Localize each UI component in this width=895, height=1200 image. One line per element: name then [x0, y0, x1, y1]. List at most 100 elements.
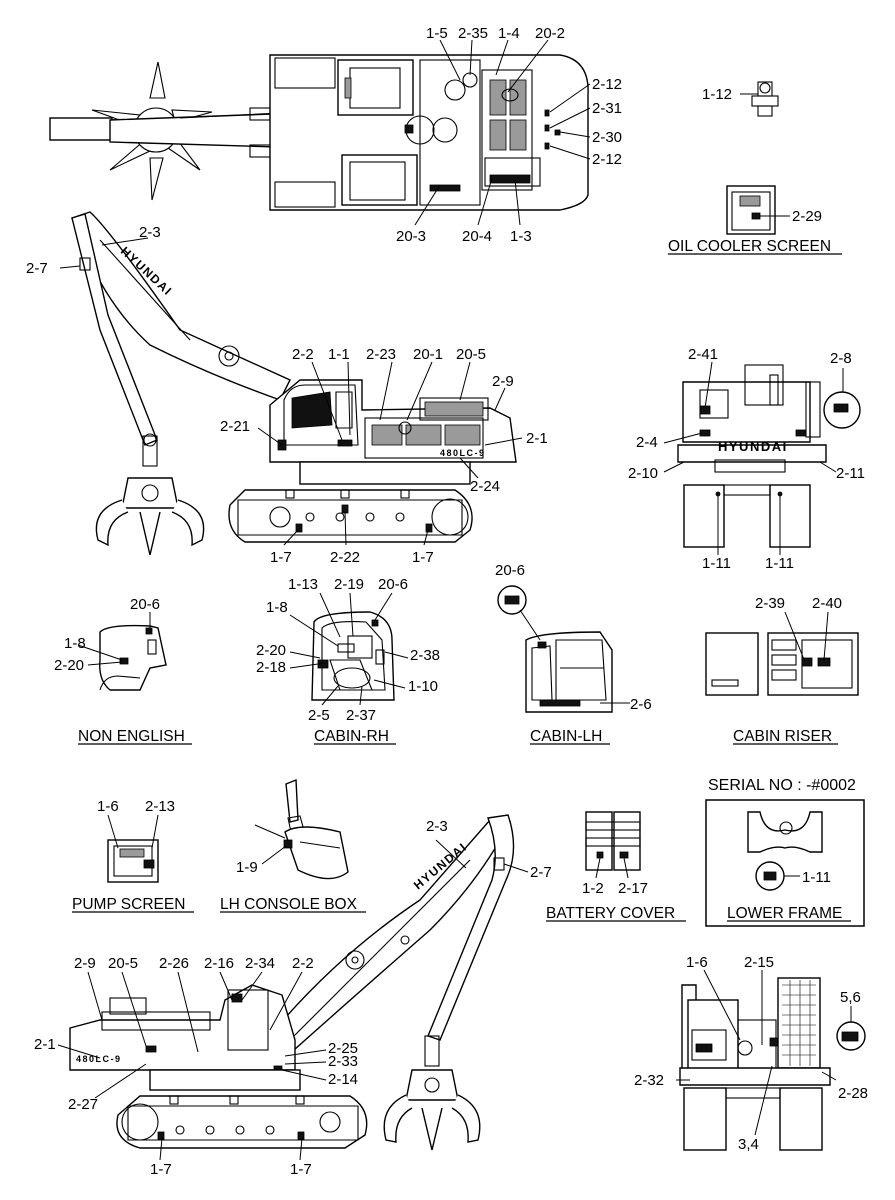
title-pump-screen: PUMP SCREEN	[72, 896, 185, 913]
callout-2-19: 2-19	[334, 576, 364, 593]
title-cabin-lh: CABIN-LH	[530, 728, 602, 745]
callout-2-14: 2-14	[328, 1071, 358, 1088]
cabin-riser-drawing	[705, 632, 859, 696]
callout-1-3: 1-3	[510, 228, 532, 245]
rear-view-machine	[677, 364, 861, 548]
section-titles: OIL COOLER SCREEN NON ENGLISH CABIN-RH C…	[72, 238, 856, 922]
callout-2-11: 2-11	[836, 465, 865, 482]
callout-1-10: 1-10	[408, 678, 438, 695]
callout-1-5: 1-5	[426, 25, 448, 42]
callout-2-21: 2-21	[220, 418, 250, 435]
callout-2-38: 2-38	[410, 647, 440, 664]
callout-2-9-a: 2-9	[492, 373, 514, 390]
counterweight-model-text: 480LC-9	[440, 448, 486, 458]
callout-2-3-b: 2-3	[426, 818, 448, 835]
cabin-rh-drawing	[311, 611, 395, 701]
callout-2-17: 2-17	[618, 880, 648, 897]
cabin-lh-drawing	[497, 585, 613, 713]
top-view-machine	[49, 54, 589, 211]
callout-2-32: 2-32	[634, 1072, 664, 1089]
callout-20-2: 20-2	[535, 25, 565, 42]
callout-2-12-b: 2-12	[592, 151, 622, 168]
callout-2-6: 2-6	[630, 696, 652, 713]
side-view-rh-machine	[71, 211, 517, 556]
pump-screen-drawing	[107, 839, 159, 883]
title-cabin-riser: CABIN RISER	[733, 728, 832, 745]
callout-5-6: 5,6	[840, 989, 861, 1006]
callout-2-13: 2-13	[145, 798, 175, 815]
callout-2-34: 2-34	[245, 955, 275, 972]
callout-1-6-b: 1-6	[686, 954, 708, 971]
lh-console-box-drawing	[254, 778, 349, 880]
callout-2-22: 2-22	[330, 549, 360, 566]
callout-1-13: 1-13	[288, 576, 318, 593]
callout-2-2-a: 2-2	[292, 346, 314, 363]
rear-brand-text: HYUNDAI	[718, 439, 788, 454]
callout-2-27: 2-27	[68, 1096, 98, 1113]
callout-20-6-b: 20-6	[378, 576, 408, 593]
callout-1-7-a: 1-7	[270, 549, 292, 566]
bolt-decal-1-12	[740, 81, 779, 117]
callout-2-16: 2-16	[204, 955, 234, 972]
callout-20-3: 20-3	[396, 228, 426, 245]
title-non-english: NON ENGLISH	[78, 728, 185, 745]
title-lower-frame: LOWER FRAME	[727, 905, 842, 922]
callout-2-1-b: 2-1	[34, 1036, 56, 1053]
rear-quarter-leaders	[676, 969, 852, 1136]
callout-20-1: 20-1	[413, 346, 443, 363]
side-view-lh-machine	[69, 814, 515, 1151]
callout-2-23: 2-23	[366, 346, 396, 363]
callout-2-4: 2-4	[636, 434, 658, 451]
callout-20-6-c: 20-6	[495, 562, 525, 579]
callout-20-4: 20-4	[462, 228, 492, 245]
callout-2-40: 2-40	[812, 595, 842, 612]
rear-quarter-view-machine	[679, 977, 866, 1151]
callout-2-24: 2-24	[470, 478, 500, 495]
callout-2-39: 2-39	[755, 595, 785, 612]
top-view-leaders	[414, 39, 591, 226]
title-serial-no: SERIAL NO : -#0002	[708, 777, 856, 794]
callout-2-1-a: 2-1	[526, 430, 548, 447]
callout-1-11-b: 1-11	[765, 555, 794, 572]
callout-2-3-a: 2-3	[139, 224, 161, 241]
callout-2-20-a: 2-20	[54, 657, 84, 674]
callout-2-30: 2-30	[592, 129, 622, 146]
callout-2-12-a: 2-12	[592, 76, 622, 93]
callout-2-7-b: 2-7	[530, 864, 552, 881]
callout-labels: 1-5 2-35 1-4 20-2 2-12 2-31 2-30 2-12 20…	[26, 25, 868, 1178]
callout-2-28: 2-28	[838, 1085, 868, 1102]
callout-1-8-a: 1-8	[64, 635, 86, 652]
callout-1-11-a: 1-11	[702, 555, 731, 572]
lower-frame-box	[705, 799, 865, 927]
side-view-lh-leaders	[57, 839, 529, 1161]
callout-2-15: 2-15	[744, 954, 774, 971]
callout-3-4: 3,4	[738, 1136, 759, 1153]
callout-2-18: 2-18	[256, 659, 286, 676]
callout-2-26: 2-26	[159, 955, 189, 972]
callout-20-6-a: 20-6	[130, 596, 160, 613]
title-battery-cover: BATTERY COVER	[546, 905, 675, 922]
counterweight-model-text-lh: 480LC-9	[76, 1054, 122, 1064]
callout-1-4: 1-4	[498, 25, 520, 42]
callout-1-7-b: 1-7	[412, 549, 434, 566]
callout-2-9-b: 2-9	[74, 955, 96, 972]
callout-2-10: 2-10	[628, 465, 658, 482]
callout-2-29: 2-29	[792, 208, 822, 225]
callout-1-9: 1-9	[236, 859, 258, 876]
callout-1-1: 1-1	[328, 346, 350, 363]
callout-2-33: 2-33	[328, 1053, 358, 1070]
oil-cooler-screen-drawing	[726, 185, 790, 235]
non-english-cab-drawing	[99, 624, 167, 691]
title-lh-console-box: LH CONSOLE BOX	[220, 896, 358, 913]
callout-1-6-a: 1-6	[97, 798, 119, 815]
title-cabin-rh: CABIN-RH	[314, 728, 389, 745]
callout-1-7-c: 1-7	[150, 1161, 172, 1178]
callout-2-5: 2-5	[308, 707, 330, 724]
callout-2-8: 2-8	[830, 350, 852, 367]
callout-2-20-b: 2-20	[256, 642, 286, 659]
callout-1-7-d: 1-7	[290, 1161, 312, 1178]
callout-2-37: 2-37	[346, 707, 376, 724]
callout-20-5-b: 20-5	[108, 955, 138, 972]
rear-view-leaders	[663, 361, 844, 555]
